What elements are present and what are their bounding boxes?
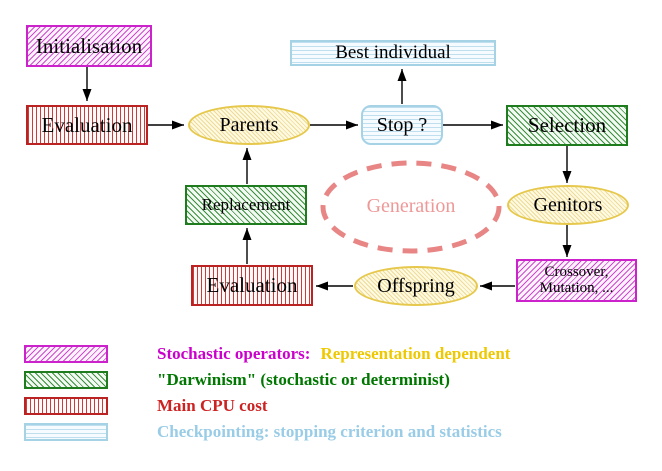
legend: Stochastic operators: Representation depe…: [24, 344, 510, 448]
node-selection: Selection: [506, 105, 628, 146]
legend-row-stochastic-operators: Stochastic operators: Representation depe…: [24, 344, 510, 363]
node-evaluation-bottom: Evaluation: [191, 265, 313, 306]
node-evaluation-top: Evaluation: [26, 105, 148, 145]
legend-swatch-magenta-hatch: [24, 344, 108, 363]
legend-label-main-cpu-cost: Main CPU cost: [157, 395, 268, 415]
node-stop: Stop ?: [361, 105, 443, 145]
node-initialisation: Initialisation: [26, 25, 152, 67]
legend-text: Stochastic operators: Representation depe…: [123, 324, 510, 384]
legend-label-checkpointing: Checkpointing: stopping criterion and st…: [157, 421, 502, 441]
node-best-individual: Best individual: [290, 40, 496, 66]
legend-text: "Darwinism" (stochastic or determinist): [123, 350, 450, 410]
legend-label-representation-dependent: Representation dependent: [320, 343, 511, 363]
legend-row-darwinism: "Darwinism" (stochastic or determinist): [24, 370, 510, 389]
node-parents: Parents: [188, 105, 310, 145]
legend-row-main-cpu-cost: Main CPU cost: [24, 396, 510, 415]
legend-swatch-green-hatch: [24, 370, 108, 389]
crossover-line1: Crossover,: [544, 263, 609, 280]
node-offspring: Offspring: [354, 266, 478, 306]
node-crossover-mutation: Crossover, Mutation, ...: [516, 259, 637, 302]
legend-text: Checkpointing: stopping criterion and st…: [123, 402, 502, 462]
legend-swatch-red-stripes: [24, 396, 108, 415]
legend-swatch-cyan-stripes: [24, 422, 108, 441]
generation-label: Generation: [366, 195, 456, 217]
crossover-line2: Mutation, ...: [539, 279, 614, 296]
legend-row-checkpointing: Checkpointing: stopping criterion and st…: [24, 422, 510, 441]
node-replacement: Replacement: [185, 185, 307, 225]
node-genitors: Genitors: [507, 185, 629, 225]
legend-label-darwinism: "Darwinism" (stochastic or determinist): [157, 369, 450, 389]
legend-label-stochastic-operators: Stochastic operators:: [157, 343, 311, 363]
legend-text: Main CPU cost: [123, 376, 267, 436]
